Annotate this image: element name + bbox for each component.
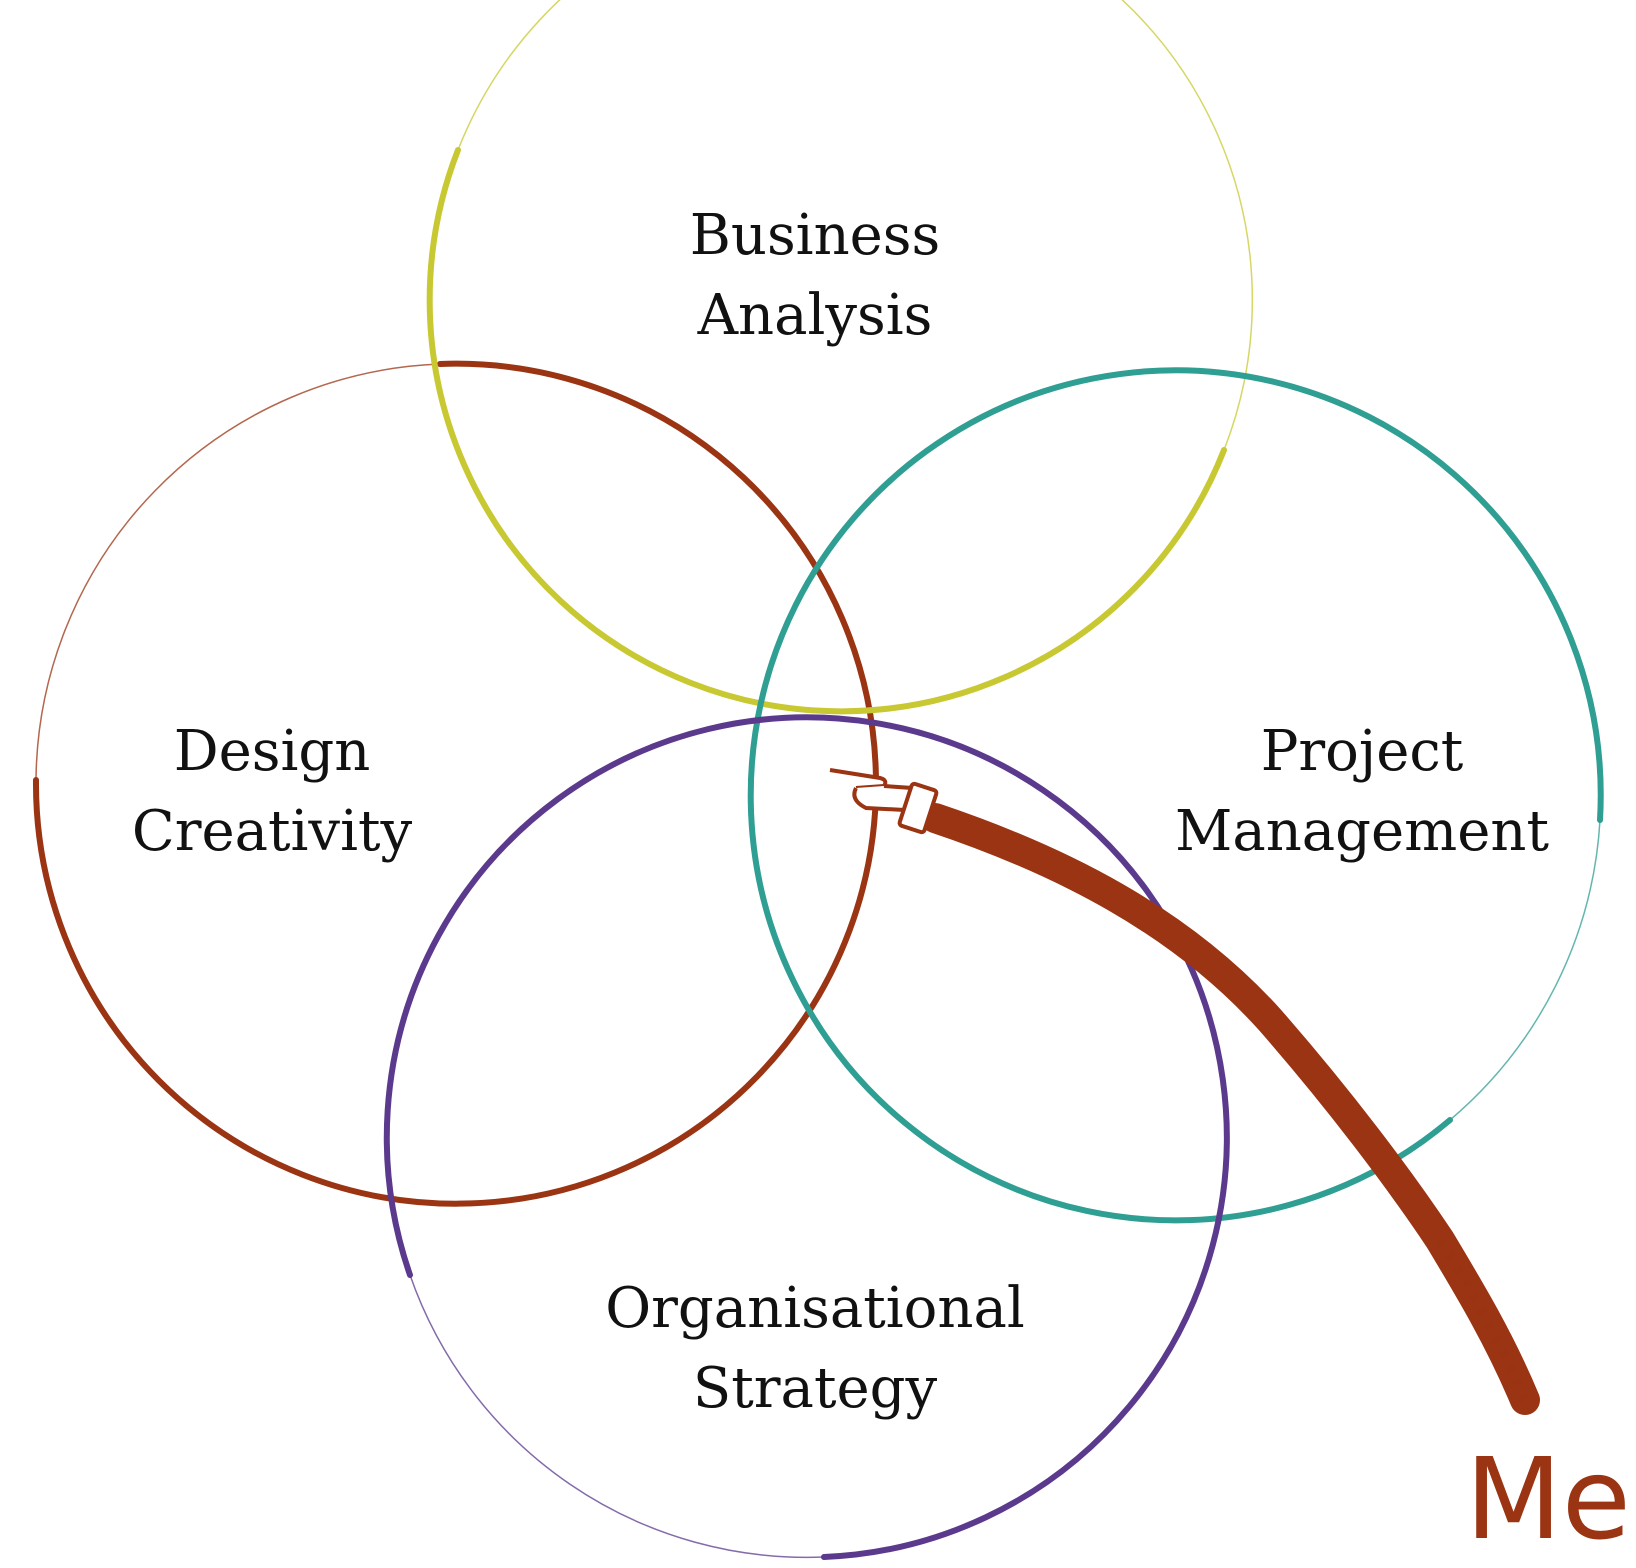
- design-label-line1: Design: [174, 719, 371, 784]
- label-business-analysis: Business Analysis: [690, 203, 941, 348]
- circle-design-creativity: [32, 360, 879, 1207]
- organisational-circle-solid-arc: [383, 714, 1230, 1560]
- circle-project-management: [747, 367, 1604, 1224]
- project-label-line2: Management: [1175, 799, 1549, 864]
- circle-business-analysis: [426, 0, 1254, 715]
- organisational-circle-faint-arc: [409, 1274, 825, 1559]
- me-label: Me: [1465, 1435, 1631, 1565]
- business-circle-faint-arc: [457, 0, 1254, 451]
- label-organisational-strategy: Organisational Strategy: [605, 1276, 1025, 1421]
- label-design-creativity: Design Creativity: [132, 719, 413, 864]
- business-label-line1: Business: [690, 203, 941, 268]
- pointing-hand-icon: [829, 768, 939, 835]
- design-circle-faint-arc: [35, 363, 441, 781]
- circle-organisational-strategy: [383, 714, 1230, 1560]
- organisational-label-line1: Organisational: [605, 1276, 1025, 1341]
- pointer-arm: [920, 803, 1540, 1415]
- business-circle-solid-arc: [426, 147, 1227, 715]
- project-circle-faint-arc: [1449, 819, 1601, 1121]
- organisational-label-line2: Strategy: [693, 1356, 938, 1421]
- business-label-line2: Analysis: [697, 283, 933, 348]
- label-project-management: Project Management: [1175, 719, 1549, 864]
- pointer-arm-stroke-fade: [1435, 1237, 1530, 1402]
- pointing-hand-palm: [852, 784, 915, 813]
- project-circle-solid-arc: [747, 367, 1604, 1224]
- pointing-hand-cuff: [897, 781, 939, 835]
- design-label-line2: Creativity: [132, 799, 413, 864]
- design-circle-solid-arc: [32, 360, 879, 1207]
- project-label-line1: Project: [1261, 719, 1464, 784]
